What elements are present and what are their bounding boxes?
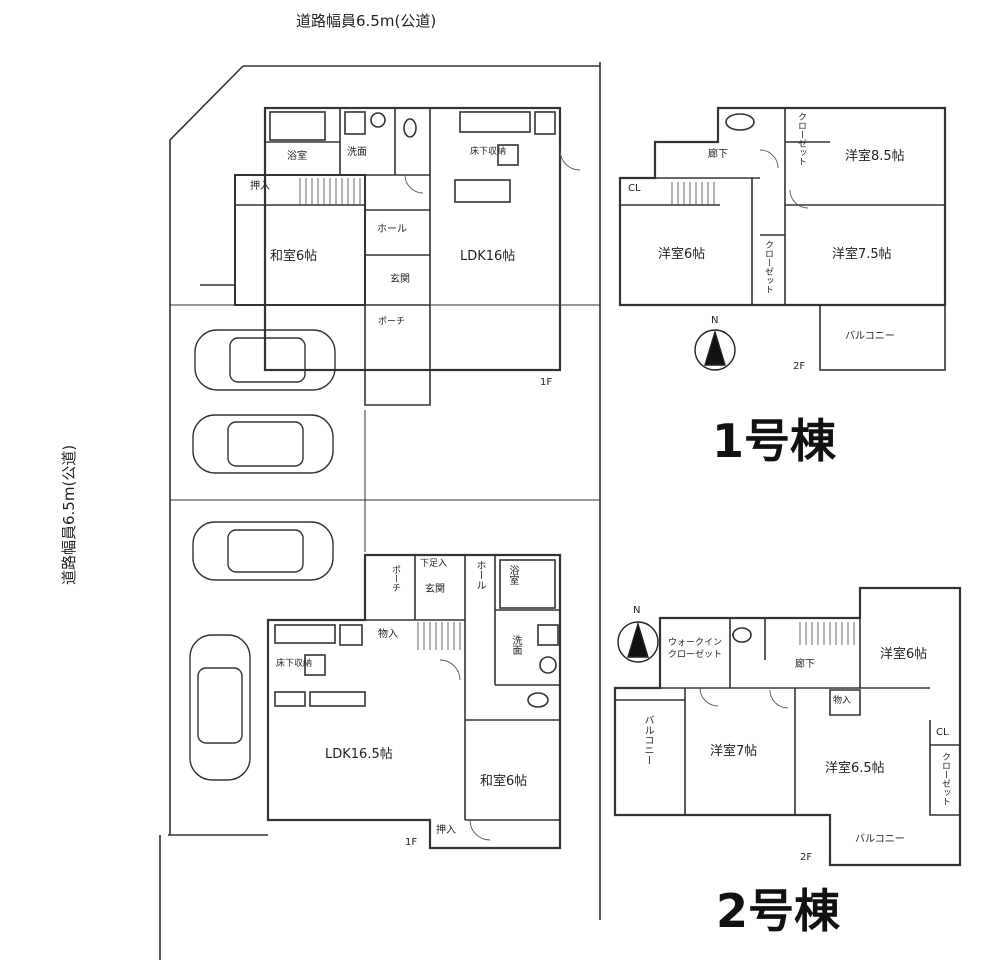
building1-title: 1号棟 [712,414,837,468]
b2-ldk-label: LDK16.5帖 [325,747,393,762]
road-label-top: 道路幅員6.5m(公道) [296,12,437,30]
b2-storage-a: 物入 [378,629,398,640]
b1-room-a: 洋室8.5帖 [845,149,905,164]
compass-icon [617,329,736,663]
b1-compass-n: N [711,315,719,326]
b2-underfloor-a: 下足入 [420,559,448,569]
b1-floor2-label: 2F [793,361,806,372]
b2-floor1-label: 1F [405,837,418,848]
b1-bath: 浴室 [287,151,307,162]
b2-wash: 洗面 [510,635,521,655]
b2-balcony-b: バルコニー [855,834,905,845]
car-2 [192,414,334,474]
road-label-left: 道路幅員6.5m(公道) [60,444,78,585]
b2-storage: 物入 [833,696,852,706]
b2-floor2-label: 2F [800,852,813,863]
b2-porch: ポーチ [390,565,400,592]
b2-compass-n: N [633,605,641,616]
b1-porch: ポーチ [378,317,406,327]
car-4 [189,634,251,781]
b1-floor1-walls [200,106,562,406]
b1-ldk: LDK16帖 [460,249,516,264]
b2-hall: ホール [474,560,485,590]
car-3 [192,521,334,581]
b2-washitsu: 和室6帖 [480,774,528,789]
b1-corridor: 廊下 [708,149,728,160]
b2-storage-b: 押入 [436,825,456,836]
b1-wash: 洗面 [347,147,367,158]
b2-floor1-walls [266,553,562,850]
b2-underfloor-b: 床下収納 [276,659,313,669]
b2-walkin: ウォークインクローゼット [668,638,723,660]
b1-balcony: バルコニー [845,331,895,342]
building2-title: 2号棟 [716,884,841,938]
b2-bath: 浴室 [507,565,518,585]
b1-hall: ホール [377,224,407,235]
site-boundary [159,62,601,960]
b2-closet: クローゼット [940,752,950,806]
b1-underfloor: 床下収納 [470,147,507,157]
b2-room-a: 洋室6帖 [880,647,928,662]
b1-closet-b: クローゼット [763,240,773,294]
b2-corridor: 廊下 [795,659,815,670]
b2-cl: CL [936,727,949,738]
b2-balcony-a: バルコニー [642,715,653,765]
b1-washitsu: 和室6帖 [270,249,318,264]
b2-entrance: 玄関 [425,584,445,595]
b2-room-b: 洋室7帖 [710,744,758,759]
car-1 [194,329,336,391]
b1-closet-a: クローゼット [796,112,806,166]
b1-storage: 押入 [250,181,270,192]
b1-floor1-label: 1F [540,377,553,388]
b1-floor2-walls [618,106,947,371]
b1-entrance: 玄関 [390,274,410,285]
b1-room-b: 洋室6帖 [658,247,706,262]
b2-floor2-walls [613,586,962,867]
b2-room-c: 洋室6.5帖 [825,761,885,776]
b1-room-c: 洋室7.5帖 [832,247,892,262]
b1-cl: CL [628,183,641,194]
